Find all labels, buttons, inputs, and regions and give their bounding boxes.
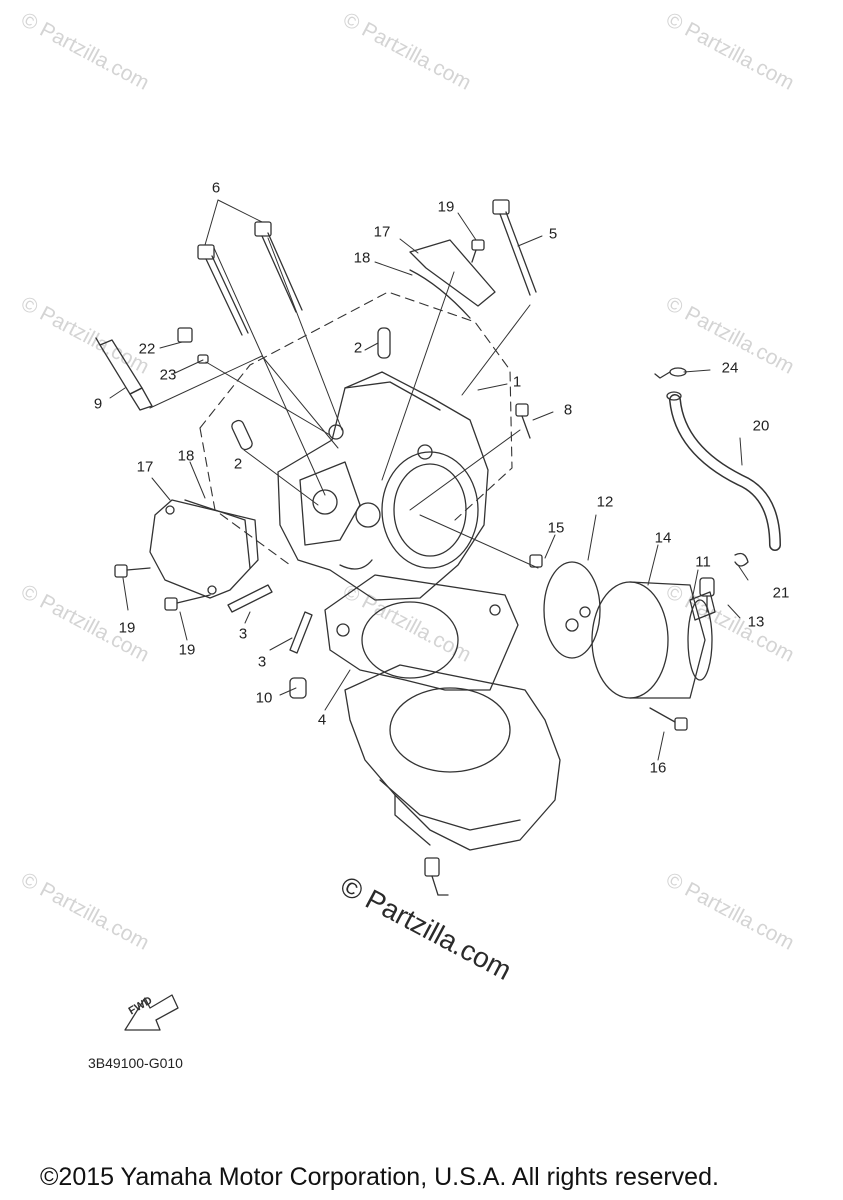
cover-14 bbox=[591, 581, 713, 699]
stud-3-lower bbox=[289, 611, 313, 654]
callout-16: 16 bbox=[649, 759, 667, 777]
callout-11: 11 bbox=[695, 553, 711, 571]
fwd-arrow bbox=[124, 994, 179, 1031]
bolt-16 bbox=[649, 707, 688, 731]
callout-23: 23 bbox=[159, 366, 177, 384]
bolt-19-top bbox=[471, 239, 485, 263]
stud-3-upper bbox=[227, 584, 273, 613]
hose-end-20 bbox=[666, 391, 682, 401]
bolt-15 bbox=[529, 554, 543, 568]
callout-2-left: 2 bbox=[233, 455, 243, 473]
assembly-outline bbox=[199, 291, 513, 566]
head-bolt-long-6 bbox=[197, 221, 303, 336]
leader-lines bbox=[109, 199, 749, 761]
callout-6: 6 bbox=[211, 179, 221, 197]
callout-14: 14 bbox=[654, 529, 672, 547]
callout-17-top: 17 bbox=[373, 223, 391, 241]
dowel-pin-2-left bbox=[231, 419, 253, 451]
callout-18-top: 18 bbox=[353, 249, 371, 267]
callout-21: 21 bbox=[772, 584, 790, 602]
callout-18-left: 18 bbox=[177, 447, 195, 465]
gasket-18-top bbox=[409, 269, 471, 319]
callout-17-left: 17 bbox=[136, 458, 154, 476]
clamp-21 bbox=[734, 552, 749, 567]
callout-9: 9 bbox=[93, 395, 103, 413]
callout-20: 20 bbox=[752, 417, 770, 435]
callout-1: 1 bbox=[512, 373, 522, 391]
callout-19-top: 19 bbox=[437, 198, 455, 216]
callout-19-left-lower: 19 bbox=[178, 641, 196, 659]
callout-8: 8 bbox=[563, 401, 573, 419]
bolt-19-left-lower bbox=[164, 594, 211, 611]
callout-15: 15 bbox=[547, 519, 565, 537]
plug-22 bbox=[177, 327, 193, 343]
bolt-19-left-upper bbox=[114, 564, 151, 578]
cover-17-top bbox=[409, 239, 496, 307]
callout-3-upper: 3 bbox=[238, 625, 248, 643]
gasket-18-left bbox=[184, 499, 251, 569]
cylinder-head-1 bbox=[277, 371, 489, 601]
dowel-10 bbox=[289, 677, 307, 699]
bolt-5 bbox=[492, 199, 537, 296]
diagram-code: 3B49100-G010 bbox=[88, 1055, 183, 1071]
callout-19-left-upper: 19 bbox=[118, 619, 136, 637]
cylinder-block bbox=[344, 664, 561, 851]
clamp-24 bbox=[654, 367, 687, 379]
fitting-13 bbox=[699, 577, 715, 613]
callout-4: 4 bbox=[317, 711, 327, 729]
head-gasket-4 bbox=[324, 574, 519, 691]
washer-23 bbox=[197, 354, 209, 364]
callout-3-lower: 3 bbox=[257, 653, 267, 671]
callout-10: 10 bbox=[255, 689, 273, 707]
callout-5: 5 bbox=[548, 225, 558, 243]
fitting-11 bbox=[689, 591, 716, 621]
copyright-notice: ©2015 Yamaha Motor Corporation, U.S.A. A… bbox=[40, 1163, 719, 1191]
callout-2-top: 2 bbox=[353, 339, 363, 357]
plate-12 bbox=[543, 561, 601, 659]
stud-bottom bbox=[424, 857, 449, 896]
callout-12: 12 bbox=[596, 493, 614, 511]
dowel-pin-2-top bbox=[377, 327, 391, 359]
bolt-8 bbox=[515, 403, 531, 439]
callout-24: 24 bbox=[721, 359, 739, 377]
side-cover-17-left bbox=[149, 499, 259, 599]
callout-22: 22 bbox=[138, 340, 156, 358]
spark-plug-9 bbox=[95, 337, 153, 411]
callout-13: 13 bbox=[747, 613, 765, 631]
